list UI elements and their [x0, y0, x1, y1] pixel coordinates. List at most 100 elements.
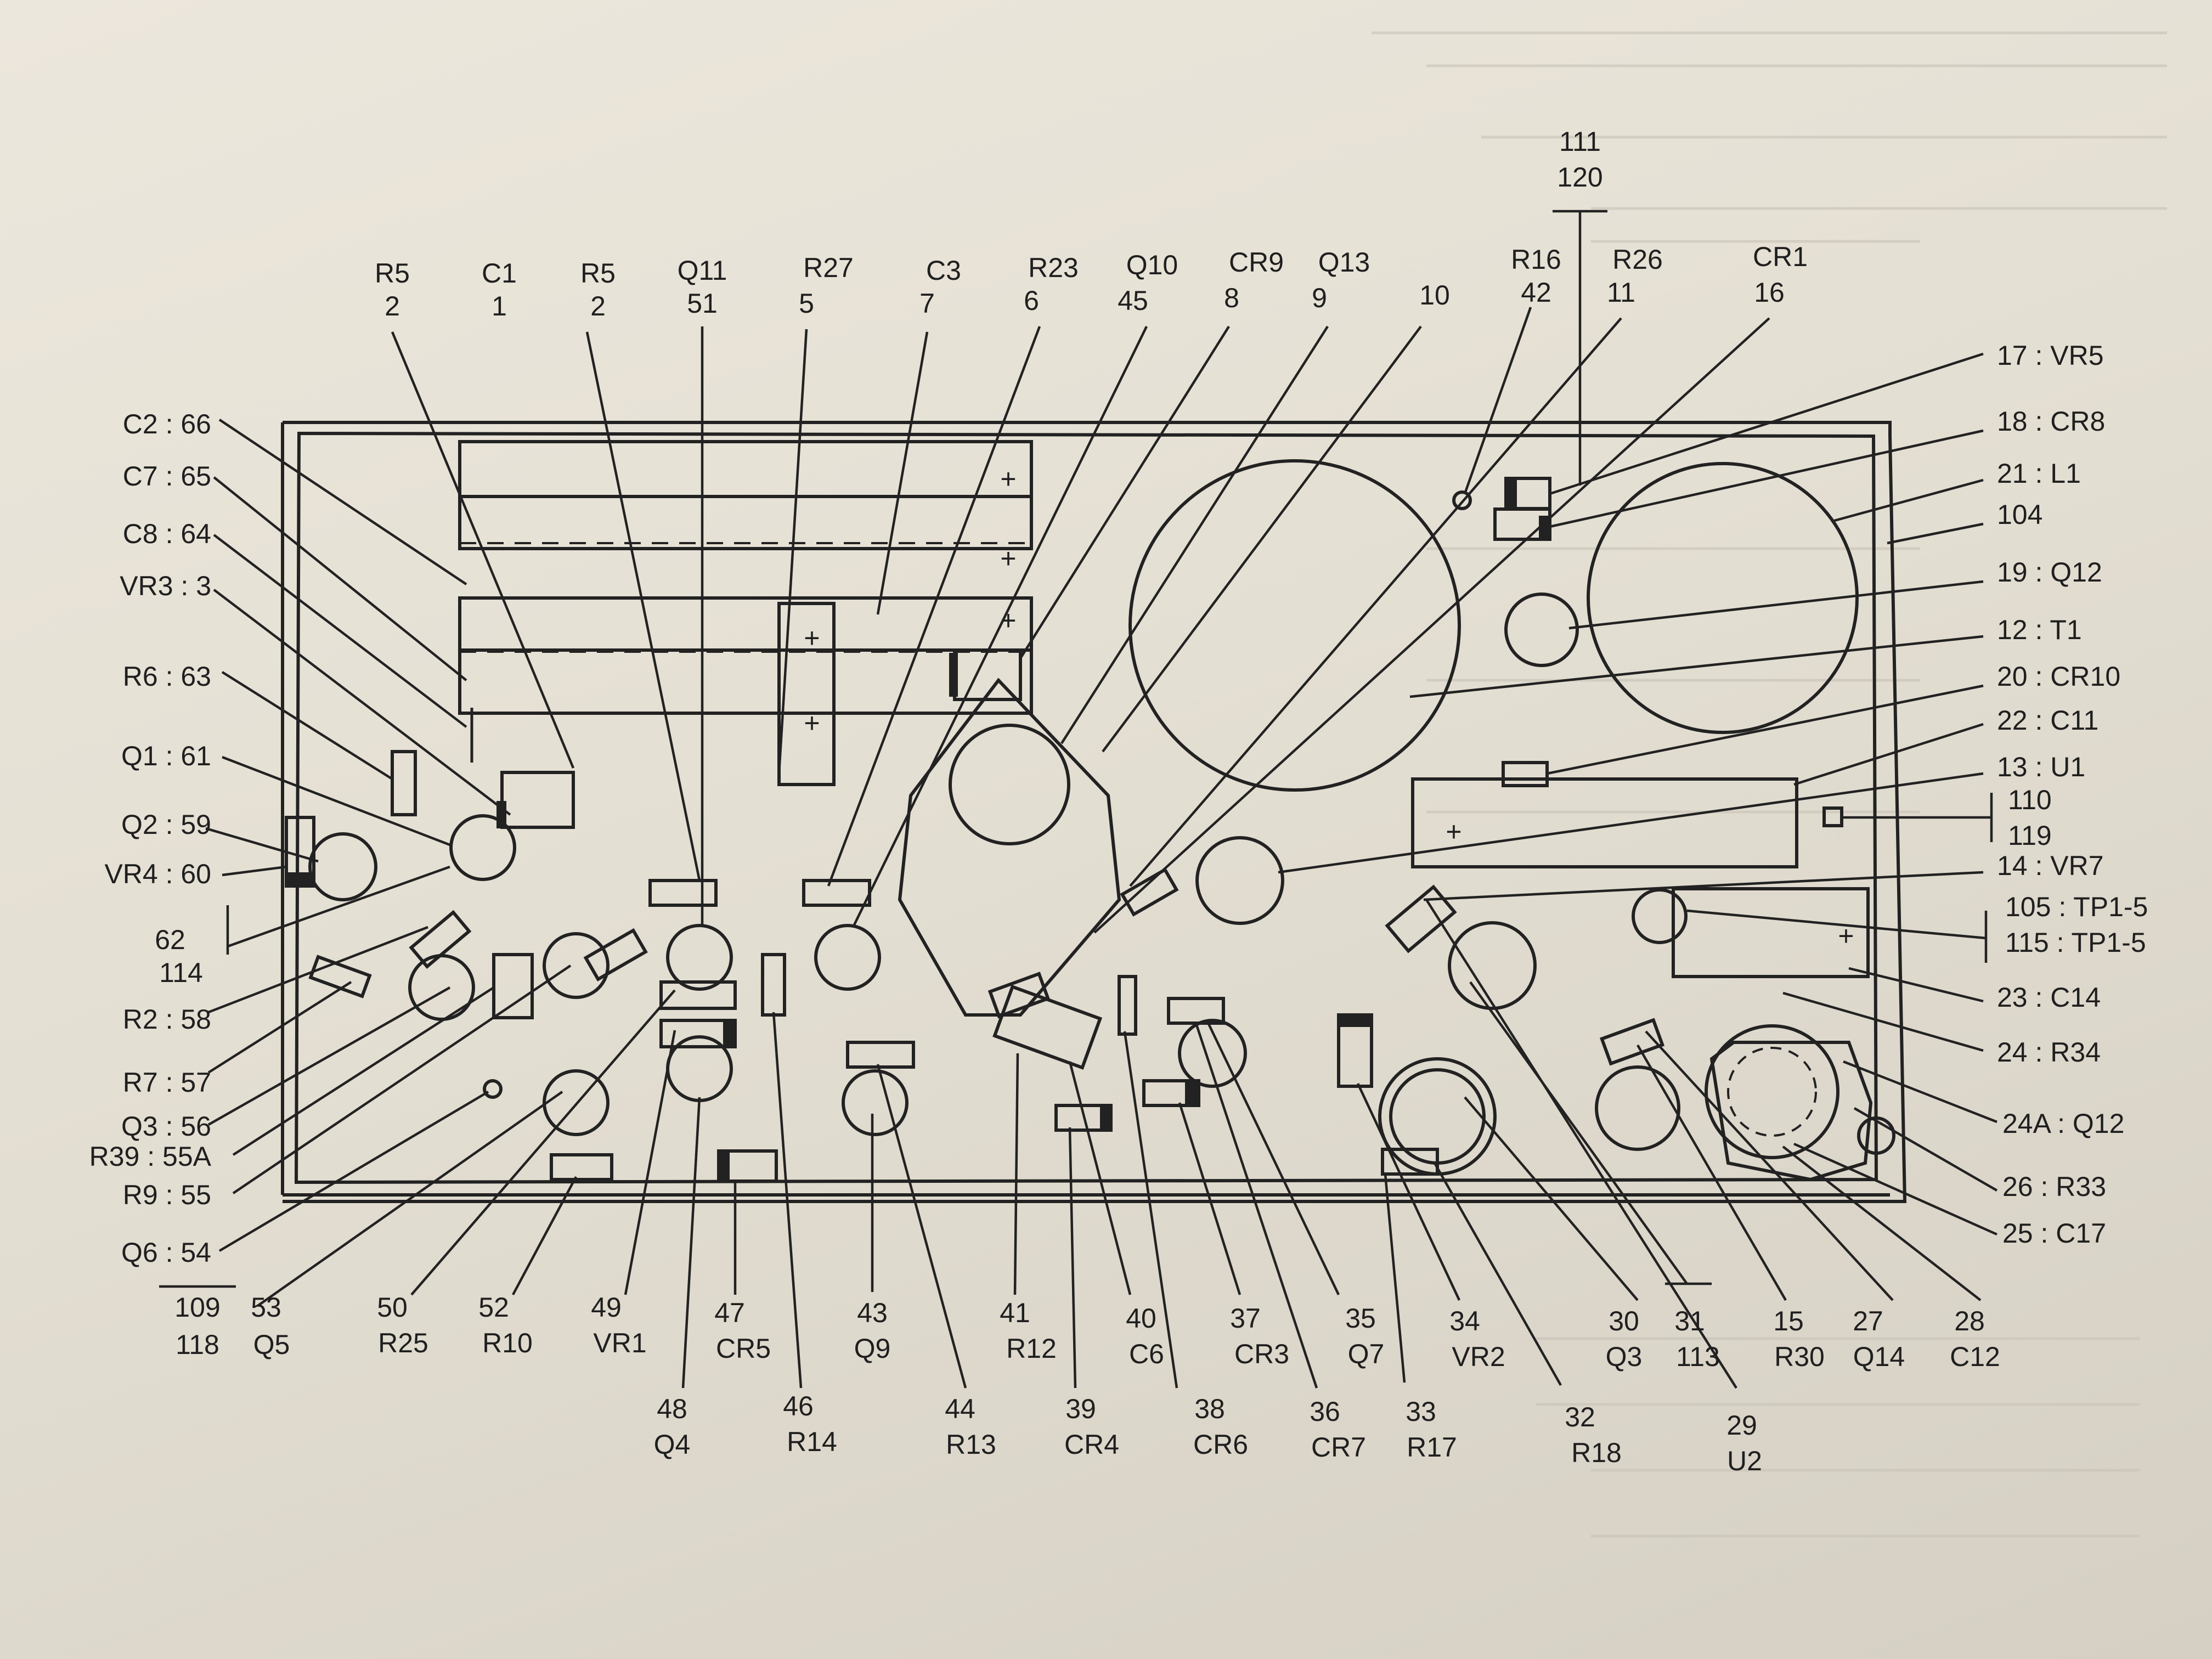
svg-text:40: 40	[1126, 1303, 1156, 1334]
svg-text:36: 36	[1310, 1396, 1340, 1427]
svg-text:R12: R12	[1006, 1333, 1057, 1364]
svg-text:VR2: VR2	[1452, 1341, 1505, 1372]
svg-text:46: 46	[783, 1391, 814, 1421]
label-q6-54: Q6 : 54	[121, 1237, 211, 1268]
svg-text:48: 48	[657, 1393, 687, 1424]
capacitor-bank	[458, 440, 1033, 786]
label-114: 114	[159, 957, 203, 988]
label-q1-61: Q1 : 61	[121, 741, 211, 771]
label-105-tp1-5: 105 : TP1-5	[2005, 891, 2148, 922]
label-14-vr7: 14 : VR7	[1997, 850, 2104, 881]
svg-text:10: 10	[1419, 280, 1450, 311]
label-10: 10	[1419, 280, 1450, 311]
svg-text:Q14: Q14	[1853, 1341, 1905, 1372]
svg-text:11: 11	[1607, 277, 1635, 308]
label-c7-65: C7 : 65	[123, 461, 211, 492]
svg-text:R17: R17	[1407, 1432, 1457, 1463]
svg-text:2: 2	[385, 291, 400, 321]
polarity-mark: +	[804, 708, 820, 738]
svg-text:CR5: CR5	[716, 1333, 771, 1364]
svg-text:35: 35	[1345, 1303, 1376, 1334]
svg-text:R27: R27	[803, 252, 854, 283]
svg-text:8: 8	[1224, 283, 1239, 313]
svg-text:29: 29	[1726, 1410, 1757, 1441]
svg-text:R25: R25	[378, 1328, 428, 1358]
svg-text:9: 9	[1312, 283, 1327, 313]
label-62: 62	[155, 924, 185, 955]
inductor-l1	[1587, 462, 1859, 734]
svg-text:R5: R5	[580, 258, 616, 289]
svg-text:44: 44	[945, 1393, 975, 1424]
svg-text:C3: C3	[926, 255, 961, 286]
svg-text:R14: R14	[787, 1426, 837, 1457]
label-26-r33: 26 : R33	[2002, 1171, 2106, 1202]
label-119: 119	[2008, 820, 2052, 851]
svg-text:CR6: CR6	[1193, 1429, 1248, 1460]
svg-text:C12: C12	[1950, 1341, 2000, 1372]
polarity-mark: +	[1446, 816, 1462, 847]
svg-text:34: 34	[1449, 1306, 1480, 1336]
label-23-c14: 23 : C14	[1997, 982, 2101, 1013]
svg-text:120: 120	[1557, 162, 1602, 193]
ic-u1	[1411, 777, 1798, 868]
svg-text:16: 16	[1754, 277, 1785, 308]
label-22-c11: 22 : C11	[1997, 705, 2098, 736]
svg-text:109: 109	[174, 1292, 220, 1323]
small-resistors-diodes	[285, 477, 1843, 1183]
svg-text:U2: U2	[1727, 1446, 1762, 1476]
svg-text:53: 53	[251, 1292, 281, 1323]
label-21-l1: 21 : L1	[1997, 458, 2081, 489]
svg-text:2: 2	[590, 291, 606, 321]
svg-text:15: 15	[1773, 1306, 1804, 1336]
label-115-tp1-5: 115 : TP1-5	[2005, 927, 2146, 958]
svg-text:Q9: Q9	[854, 1333, 891, 1364]
svg-text:28: 28	[1954, 1306, 1985, 1336]
svg-text:R26: R26	[1612, 244, 1663, 275]
svg-text:Q5: Q5	[253, 1329, 290, 1360]
svg-text:CR1: CR1	[1753, 241, 1808, 272]
svg-text:49: 49	[591, 1292, 622, 1323]
label-17-vr5: 17 : VR5	[1997, 340, 2104, 371]
label-19-q12: 19 : Q12	[1997, 557, 2102, 588]
label-r7-57: R7 : 57	[123, 1067, 211, 1098]
svg-text:118: 118	[176, 1329, 219, 1360]
polarity-mark: +	[1000, 543, 1016, 574]
svg-text:5: 5	[799, 288, 814, 319]
svg-text:43: 43	[857, 1297, 888, 1328]
svg-text:VR1: VR1	[593, 1328, 646, 1358]
svg-text:31: 31	[1674, 1306, 1705, 1336]
svg-text:R5: R5	[375, 258, 410, 289]
label-r9-55: R9 : 55	[123, 1180, 211, 1210]
right-labels: 17 : VR5 18 : CR8 21 : L1 104 19 : Q12 1…	[1997, 340, 2148, 1249]
label-c3-7: C37	[919, 255, 961, 319]
power-transistor-q13	[898, 678, 1121, 1017]
svg-text:111: 111	[1559, 126, 1601, 157]
svg-text:41: 41	[1000, 1297, 1030, 1328]
left-labels: C2 : 66 C7 : 65 C8 : 64 VR3 : 3 R6 : 63 …	[89, 409, 212, 1268]
svg-text:CR3: CR3	[1234, 1339, 1289, 1369]
label-110: 110	[2008, 785, 2052, 815]
svg-text:CR9: CR9	[1229, 247, 1284, 278]
svg-text:Q13: Q13	[1318, 247, 1370, 278]
svg-text:38: 38	[1194, 1393, 1225, 1424]
svg-text:Q4: Q4	[654, 1429, 691, 1460]
label-c1-1: C11	[482, 258, 517, 321]
